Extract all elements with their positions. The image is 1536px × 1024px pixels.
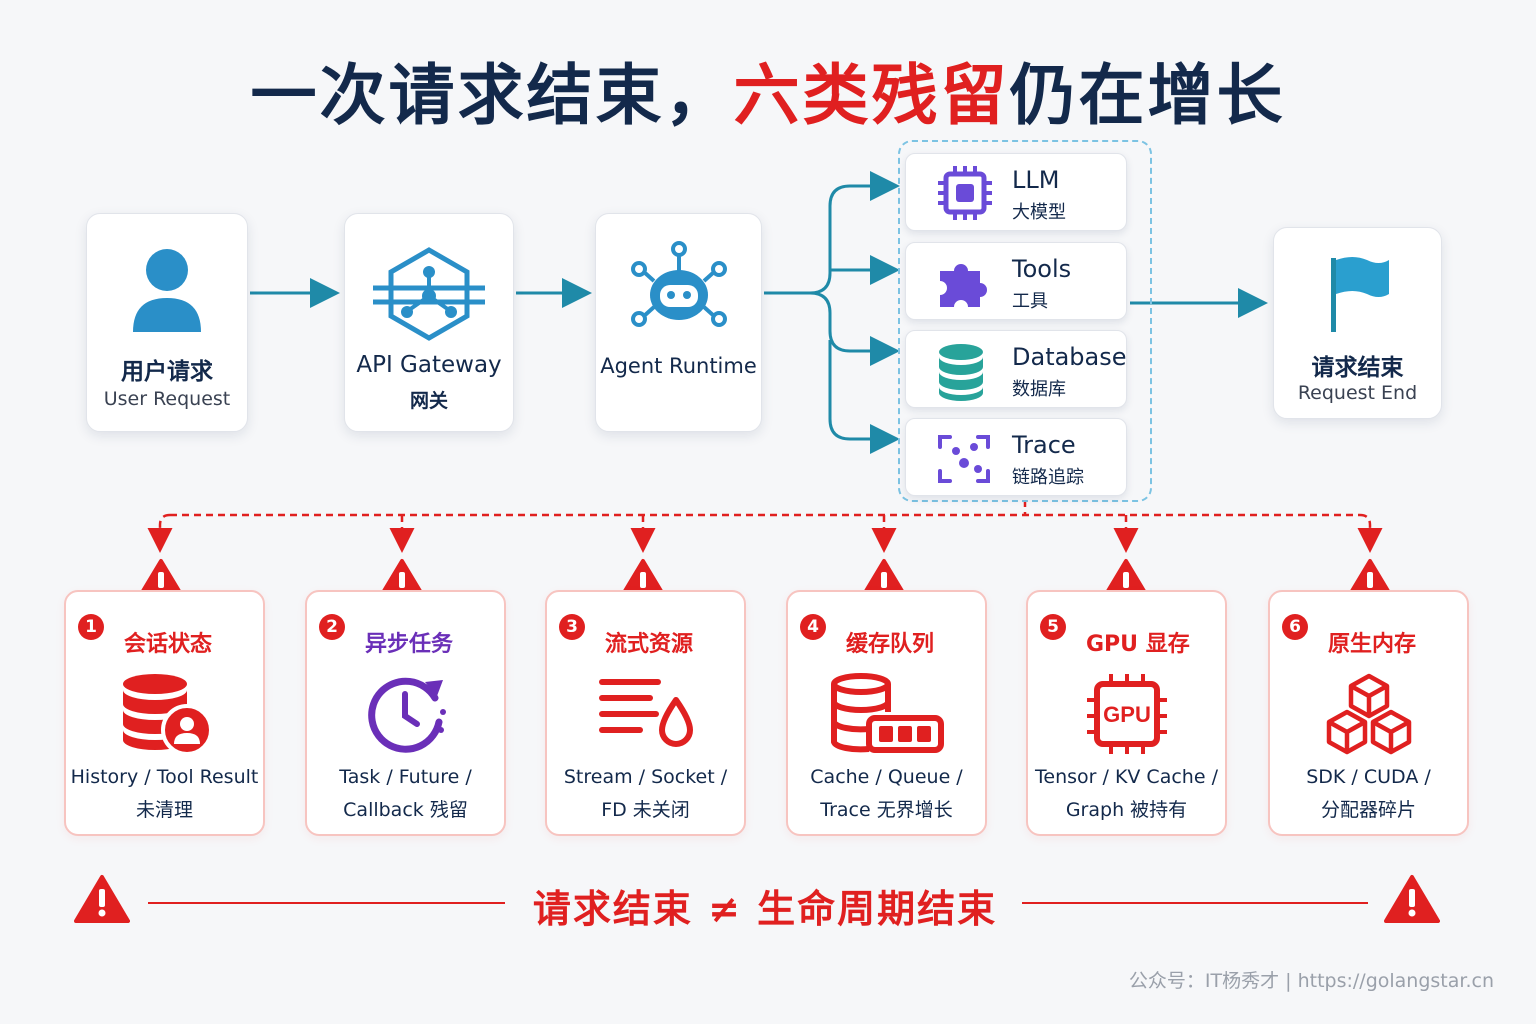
- gateway-icon: [373, 247, 485, 341]
- risk-card-3: 3 流式资源 Stream / Socket / FD 未关闭: [545, 590, 746, 836]
- warning-icon-left: [74, 875, 130, 923]
- chip-icon: [938, 166, 992, 220]
- risk-title: 缓存队列: [846, 632, 935, 657]
- risk-line-1: Stream / Socket /: [563, 766, 728, 788]
- title-part-3: 仍在增长: [1009, 57, 1286, 134]
- request-end-zh: 请求结束: [1311, 355, 1404, 381]
- arrow-to-trace: [828, 340, 900, 454]
- services-group: [898, 140, 1152, 502]
- risk-number: 4: [800, 614, 826, 640]
- lifecycle-banner: 请求结束 ≠ 生命周期结束: [532, 887, 998, 931]
- service-name: Tools: [1012, 255, 1072, 283]
- service-trace: Trace 链路追踪: [905, 418, 1127, 496]
- request-end-card: 请求结束 Request End: [1273, 227, 1442, 419]
- service-name: LLM: [1012, 166, 1060, 194]
- risk-number: 2: [319, 614, 345, 640]
- page-title: 一次请求结束，六类残留仍在增长: [0, 42, 1536, 138]
- risk-card-5: 5 GPU 显存 GPU Tensor / KV Cache / Graph 被…: [1026, 590, 1227, 836]
- database-icon: [939, 344, 983, 401]
- risk-card-1: 1 会话状态 History / Tool Result 未清理: [64, 590, 265, 836]
- user-icon: [133, 249, 201, 332]
- risk-card-6: 6 原生内存 SDK / CUDA / 分配器碎片: [1268, 590, 1469, 836]
- user-request-zh: 用户请求: [121, 359, 213, 385]
- risk-line-1: Cache / Queue /: [810, 766, 963, 788]
- gateway-zh: 网关: [409, 390, 448, 412]
- service-name: Database: [1012, 343, 1127, 371]
- service-sub: 工具: [1012, 291, 1048, 312]
- service-sub: 数据库: [1012, 379, 1066, 400]
- risk-number: 3: [559, 614, 585, 640]
- warning-icon-right: [1384, 875, 1440, 923]
- trace-icon: [938, 435, 990, 483]
- service-name: Trace: [1012, 431, 1076, 459]
- title-highlight: 六类残留: [733, 57, 1010, 134]
- risk-card-2: 2 异步任务 Task / Future / Callback 残留: [305, 590, 506, 836]
- service-database: Database 数据库: [905, 330, 1127, 408]
- risk-title: 原生内存: [1328, 632, 1417, 657]
- robot-icon: [630, 241, 727, 327]
- clock-refresh-icon: [367, 677, 446, 753]
- service-tools: Tools 工具: [905, 242, 1127, 320]
- risk-line-1: SDK / CUDA /: [1306, 766, 1431, 788]
- risk-number: 5: [1040, 614, 1066, 640]
- risk-line-2: 未清理: [135, 799, 193, 821]
- risk-line-1: History / Tool Result: [70, 766, 259, 788]
- gpu-icon: GPU: [1086, 674, 1167, 754]
- service-sub: 大模型: [1012, 202, 1066, 223]
- risk-title: 会话状态: [124, 632, 213, 657]
- user-request-card: 用户请求 User Request: [86, 213, 248, 432]
- risk-line-1: Task / Future /: [339, 766, 472, 788]
- database-user-icon: [122, 674, 213, 756]
- svg-text:GPU: GPU: [1103, 702, 1151, 727]
- risk-title: 异步任务: [365, 632, 454, 657]
- risk-title: 流式资源: [605, 632, 694, 657]
- runtime-en: Agent Runtime: [600, 354, 757, 378]
- risk-line-2: Callback 残留: [343, 799, 468, 821]
- arrow-to-llm: [764, 171, 900, 295]
- puzzle-icon: [940, 264, 987, 307]
- risk-title: GPU 显存: [1086, 632, 1190, 657]
- risk-line-2: Trace 无界增长: [820, 799, 953, 821]
- risk-number: 1: [78, 614, 104, 640]
- service-sub: 链路追踪: [1012, 467, 1084, 488]
- stream-drop-icon: [598, 679, 693, 747]
- risk-line-2: 分配器碎片: [1320, 799, 1416, 821]
- cubes-icon: [1326, 673, 1411, 755]
- gateway-en: API Gateway: [356, 352, 502, 378]
- risk-line-1: Tensor / KV Cache /: [1035, 766, 1218, 788]
- risk-line-2: Graph 被持有: [1065, 799, 1188, 821]
- risk-number: 6: [1282, 614, 1308, 640]
- footer-credit: 公众号：IT杨秀才 | https://golangstar.cn: [1128, 970, 1494, 992]
- risk-line-2: FD 未关闭: [601, 799, 690, 821]
- title-part-1: 一次请求结束，: [250, 57, 734, 134]
- risk-card-4: 4 缓存队列 Cache / Queue / Trace 无界增长: [786, 590, 987, 836]
- request-end-en: Request End: [1297, 382, 1418, 404]
- user-request-en: User Request: [103, 388, 231, 410]
- api-gateway-card: API Gateway 网关: [344, 213, 514, 432]
- agent-runtime-card: Agent Runtime: [595, 213, 762, 432]
- arrow-to-database: [809, 291, 900, 366]
- flag-icon: [1330, 257, 1389, 332]
- service-llm: LLM 大模型: [905, 153, 1127, 231]
- cache-queue-icon: [830, 673, 944, 753]
